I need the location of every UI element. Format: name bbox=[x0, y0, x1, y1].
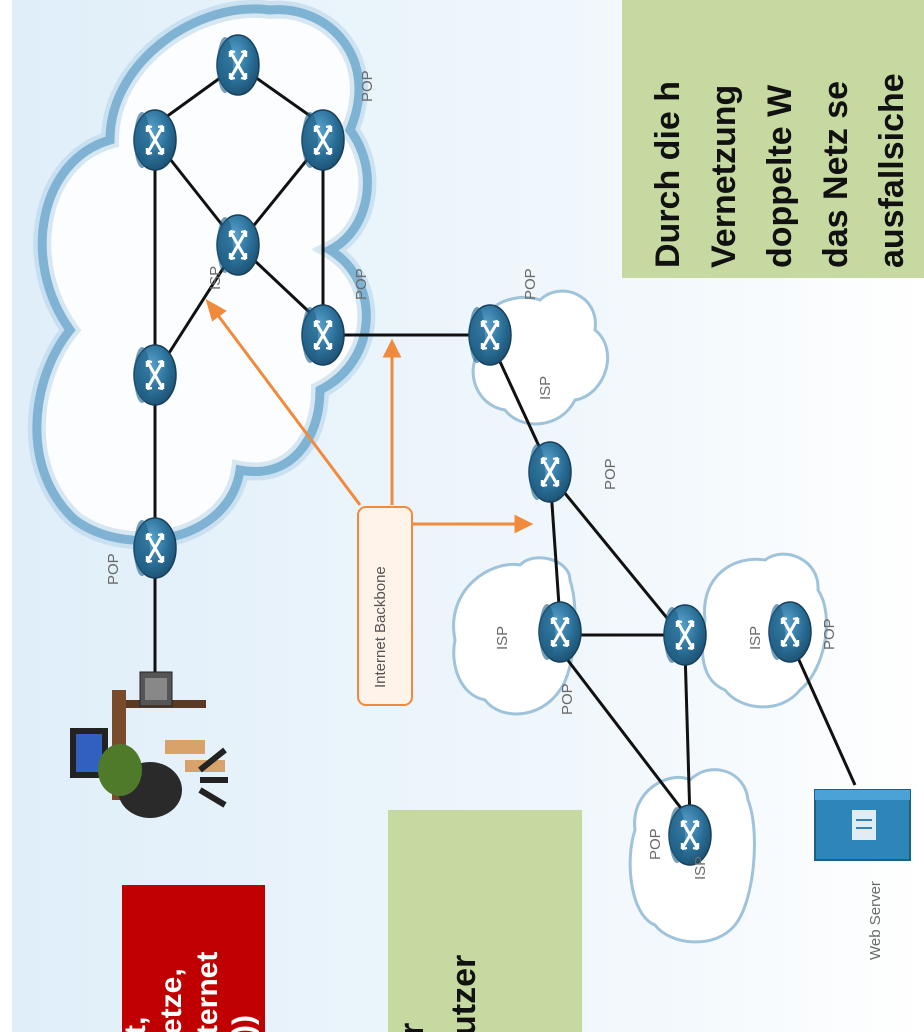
user-callout-text: r utzer bbox=[388, 955, 490, 1032]
redundancy-callout: Durch die h Vernetzung doppelte W das Ne… bbox=[622, 0, 924, 278]
redundancy-callout-text: Durch die h Vernetzung doppelte W das Ne… bbox=[640, 73, 920, 268]
user-workstation-icon bbox=[70, 671, 228, 818]
internet-backbone-label: Internet Backbone bbox=[372, 566, 389, 688]
isp-label-bottom: ISP bbox=[692, 856, 709, 880]
router-pop-backbone bbox=[300, 303, 346, 367]
callout-line: Vernetzung bbox=[705, 84, 743, 268]
router-pop-user bbox=[132, 516, 178, 580]
web-server-icon bbox=[814, 789, 911, 861]
callout-line: t, bbox=[122, 1016, 152, 1032]
router-upper-left bbox=[132, 108, 178, 172]
networks-callout-text: t, etze, ternet )) bbox=[122, 952, 262, 1032]
router-pop-center bbox=[527, 440, 573, 504]
callout-line: etze, bbox=[155, 968, 188, 1032]
slide-left-margin bbox=[0, 0, 12, 1032]
isp-label-right-upper: ISP bbox=[537, 376, 554, 400]
pop-label-user: POP bbox=[105, 553, 122, 585]
isp-cloud-middle-right bbox=[700, 552, 828, 709]
callout-line: r bbox=[393, 1022, 431, 1032]
callout-line: das Netz se bbox=[817, 80, 855, 268]
internet-backbone-label-box: Internet Backbone bbox=[357, 506, 413, 706]
router-top bbox=[215, 33, 261, 97]
pop-label-right-upper: POP bbox=[522, 268, 539, 300]
isp-cloud-large bbox=[27, 0, 377, 550]
router-pop-left-cloud bbox=[537, 600, 583, 664]
callout-line: ausfallsiche bbox=[873, 73, 911, 268]
pop-label-right-cloud: POP bbox=[821, 618, 838, 650]
callout-line: doppelte W bbox=[761, 84, 799, 268]
callout-line: ternet bbox=[191, 951, 224, 1032]
router-pop-right-cloud bbox=[767, 600, 813, 664]
router-junction bbox=[662, 603, 708, 667]
pop-label-top: POP bbox=[359, 70, 376, 102]
isp-label-large-cloud: ISP bbox=[207, 266, 224, 290]
callout-line: Durch die h bbox=[649, 80, 687, 268]
internet-backbone-arrows bbox=[205, 298, 534, 534]
pop-label-left-cloud: POP bbox=[559, 683, 576, 715]
user-callout: r utzer bbox=[388, 810, 582, 1032]
router-upper-right bbox=[300, 108, 346, 172]
networks-callout: t, etze, ternet )) bbox=[122, 885, 265, 1032]
router-pop-right-upper bbox=[467, 303, 513, 367]
isp-label-middle-right: ISP bbox=[747, 626, 764, 650]
isp-label-middle-left: ISP bbox=[494, 626, 511, 650]
pop-label-bottom: POP bbox=[647, 828, 664, 860]
pop-label-center: POP bbox=[602, 458, 619, 490]
web-server-label: Web Server bbox=[867, 881, 884, 960]
callout-line: utzer bbox=[445, 954, 483, 1032]
pop-label-backbone: POP bbox=[353, 268, 370, 300]
callout-line: )) bbox=[227, 1015, 260, 1032]
router-left-mid bbox=[132, 343, 178, 407]
